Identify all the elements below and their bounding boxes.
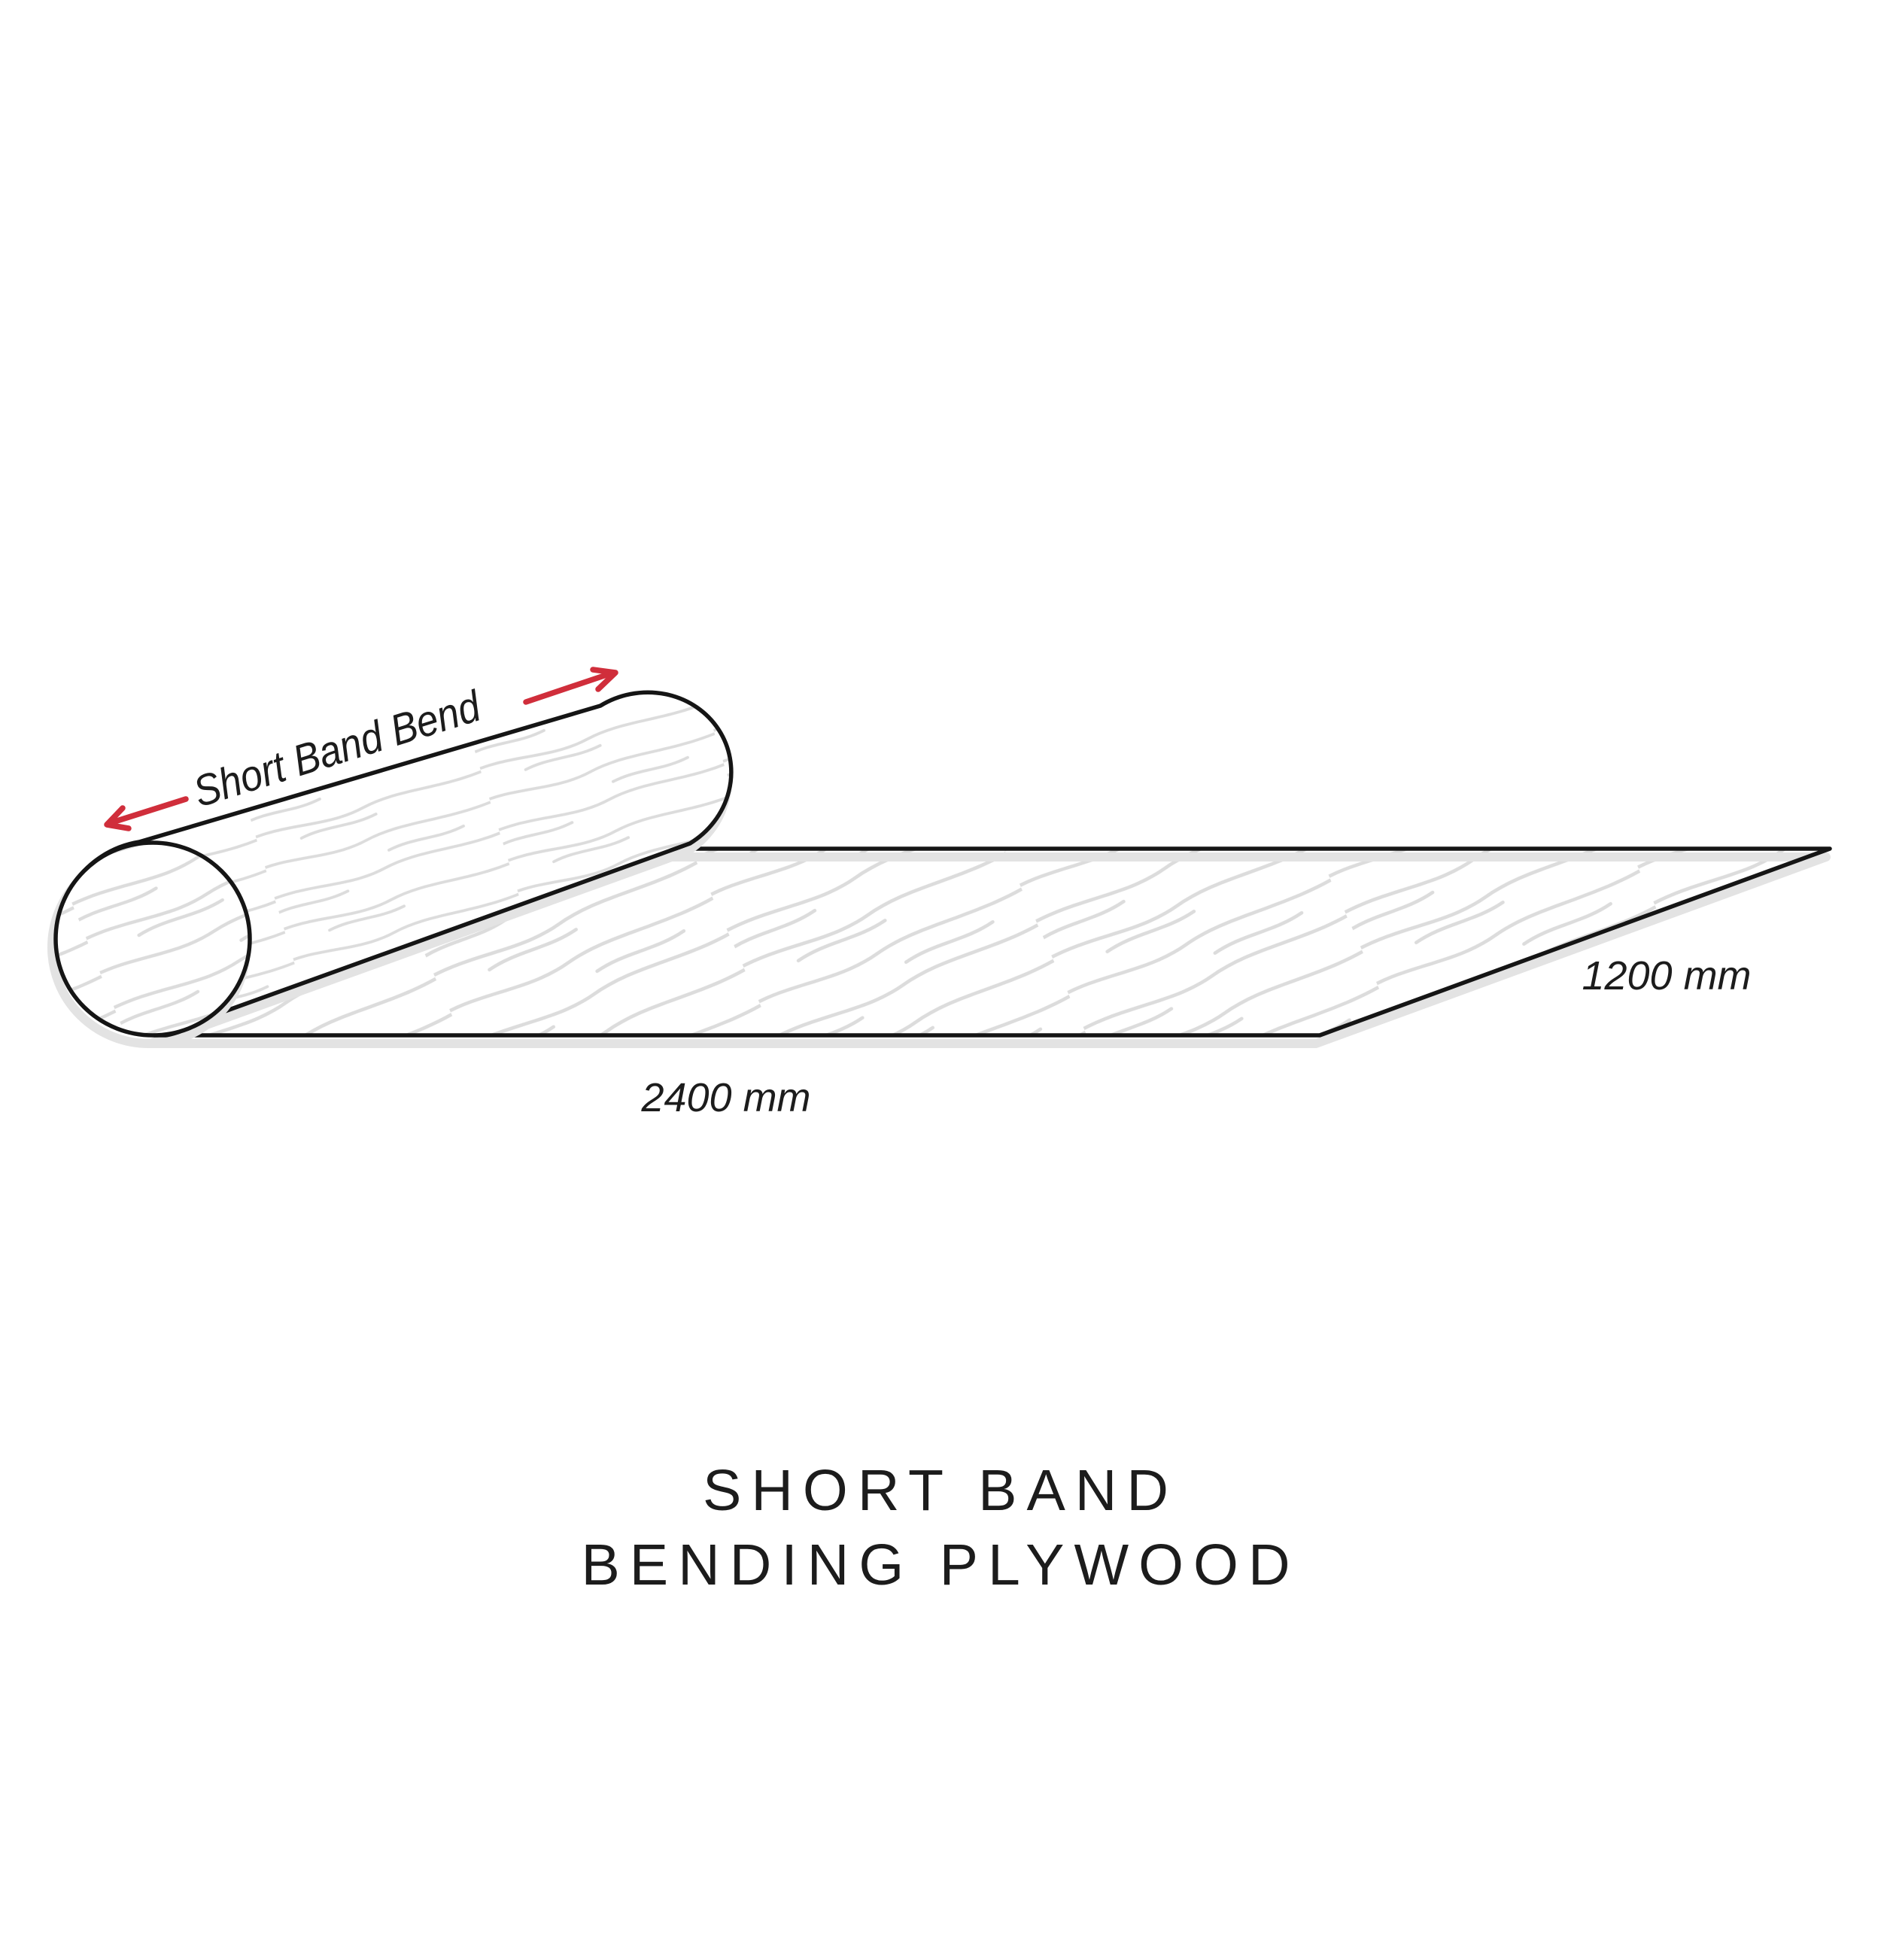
arrow-up-right-icon — [523, 667, 618, 705]
rolled-end — [47, 690, 734, 1048]
arrow-down-left-icon — [104, 796, 189, 831]
bend-direction-arrows — [104, 667, 618, 831]
page-title-line2: BENDING PLYWOOD — [581, 1533, 1300, 1597]
page-title-line1: SHORT BAND — [702, 1458, 1179, 1523]
width-dimension-label: 1200 mm — [1582, 953, 1751, 998]
length-dimension-label: 2400 mm — [640, 1075, 810, 1120]
roll-end-face — [53, 840, 252, 1038]
page-title: SHORT BAND BENDING PLYWOOD — [0, 1454, 1881, 1603]
